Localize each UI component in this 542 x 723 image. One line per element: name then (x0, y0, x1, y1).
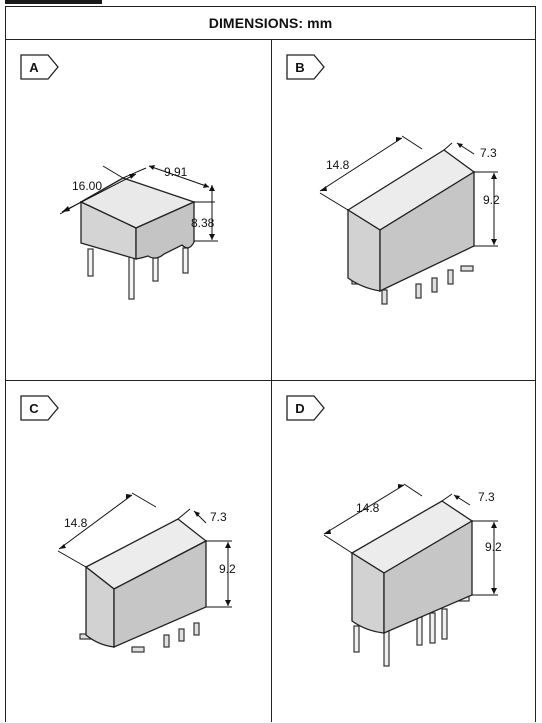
relay-b-body (346, 149, 476, 293)
relay-a-depth-value: 9.91 (164, 165, 188, 179)
relay-d-drawing: 14.8 7.3 9.2 (323, 483, 502, 667)
panel-b-tag: B (286, 54, 326, 80)
relay-c-width-value: 14.8 (64, 516, 88, 530)
relay-b-width-value: 14.8 (326, 158, 350, 172)
relay-d-width-value: 14.8 (356, 501, 380, 515)
tag-arrow-icon (20, 395, 59, 421)
relay-c-depth-value: 7.3 (210, 510, 227, 524)
panel-a-tag: A (20, 54, 60, 80)
divider-horizontal (6, 380, 535, 381)
dimensions-table: DIMENSIONS: mm A (5, 6, 536, 722)
tag-arrow-icon (286, 395, 325, 421)
relay-d-height-value: 9.2 (485, 540, 502, 554)
header-tab-decoration (5, 0, 102, 4)
relay-b-height-value: 9.2 (483, 193, 500, 207)
relay-a-drawing: 16.00 9.91 8.38 (59, 165, 218, 300)
relay-b-depth-value: 7.3 (480, 146, 497, 160)
relay-c-drawing: 14.8 7.3 9.2 (57, 492, 236, 653)
relay-d-body (350, 500, 474, 634)
relay-a-arrowheads (62, 165, 215, 240)
panel-c-label: C (29, 400, 39, 416)
relay-d-depth-value: 7.3 (478, 490, 495, 504)
panel-c: C (6, 381, 271, 723)
relay-b-drawing: 14.8 7.3 9.2 (319, 135, 500, 305)
panel-b: B (272, 40, 536, 380)
relay-a-dimension-lines (59, 165, 218, 242)
relay-a-body (79, 177, 196, 260)
relay-c-arrowheads (59, 494, 231, 606)
panel-d-tag: D (286, 395, 326, 421)
panel-c-tag: C (20, 395, 60, 421)
panel-d-label: D (295, 400, 305, 416)
tag-arrow-icon (20, 54, 59, 80)
relay-a-width-value: 16.00 (72, 179, 102, 193)
relay-b-arrowheads (320, 137, 497, 245)
relay-c-height-value: 9.2 (219, 562, 236, 576)
panel-d: D (272, 381, 536, 723)
relay-a-height-value: 8.38 (191, 216, 215, 230)
panel-a-label: A (29, 59, 39, 75)
relay-c-body (84, 518, 208, 648)
relay-d-dimension-lines (323, 483, 498, 596)
relay-d-arrowheads (324, 484, 497, 594)
panel-b-label: B (295, 59, 305, 75)
panel-a: A (6, 40, 271, 380)
table-title: DIMENSIONS: mm (6, 7, 535, 40)
tag-arrow-icon (286, 54, 325, 80)
